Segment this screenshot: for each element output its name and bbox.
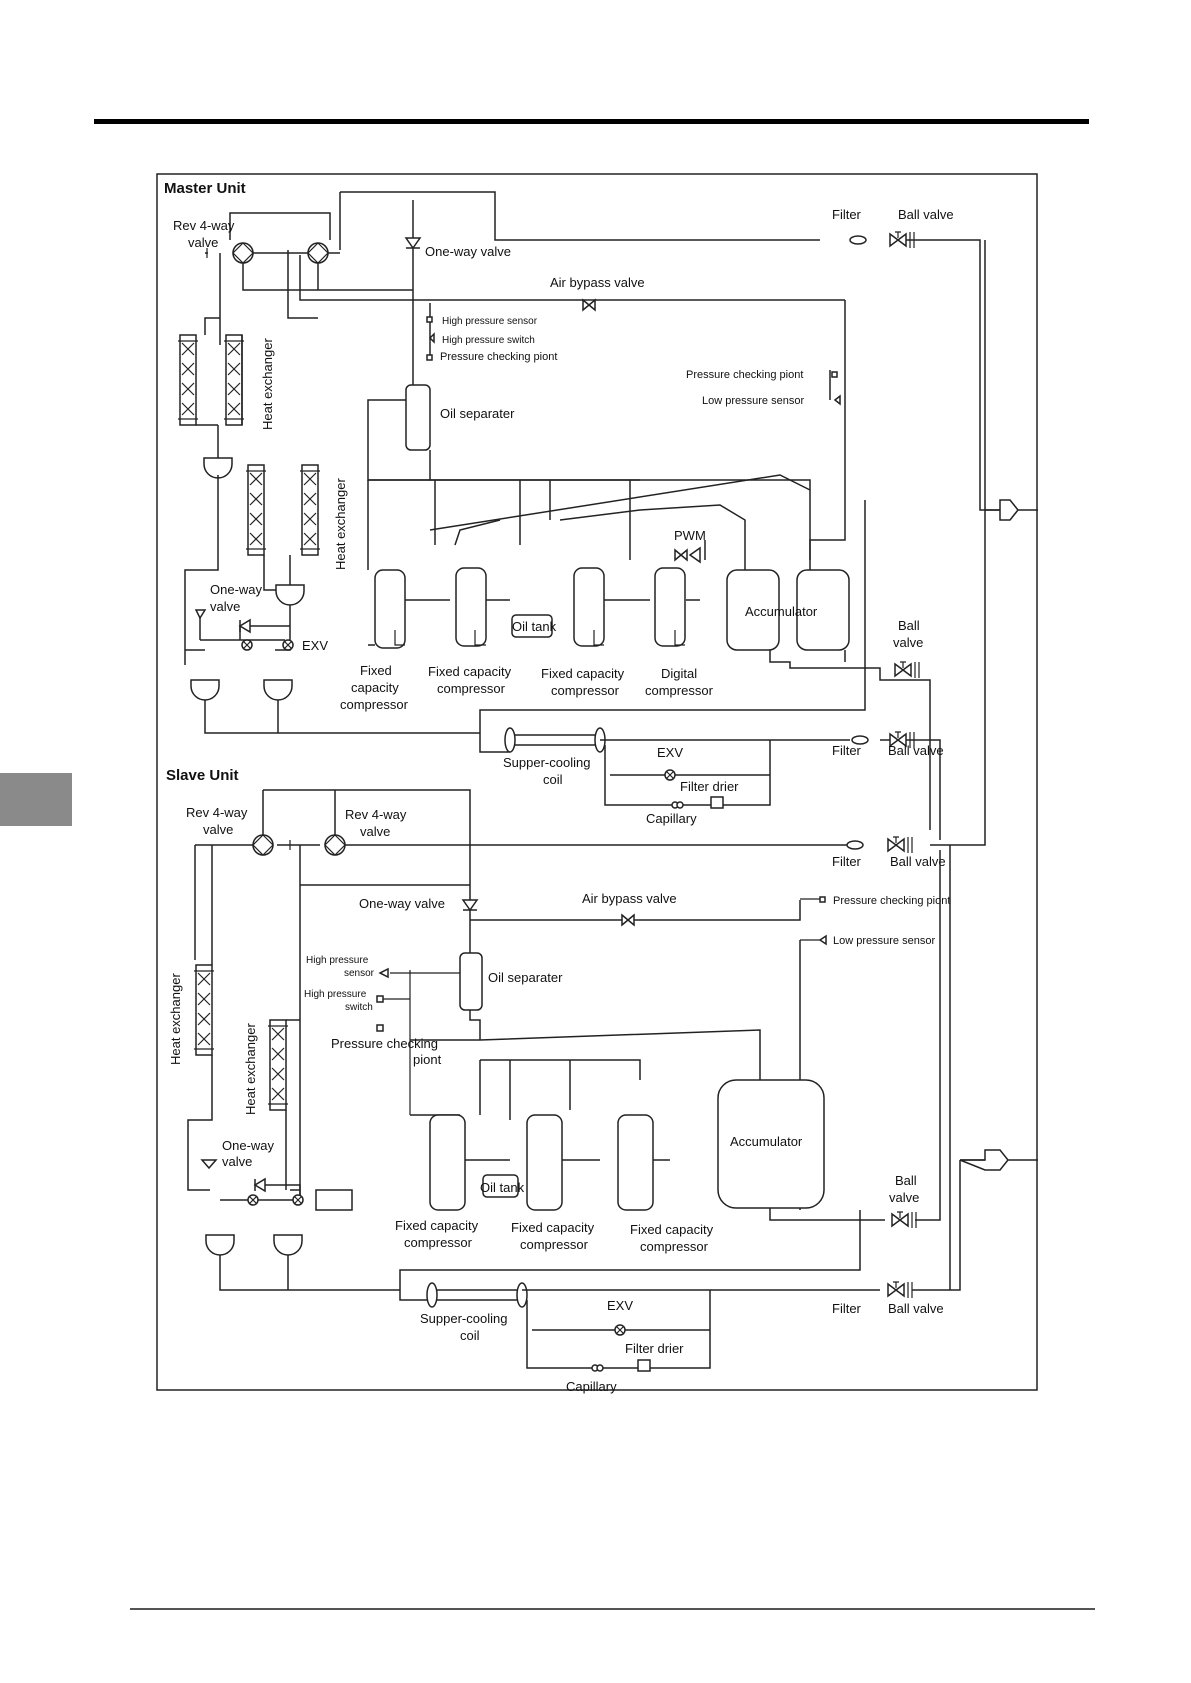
slave-hp-switch-label-1: High pressure (304, 989, 367, 1000)
slave-filter-drier-label: Filter drier (625, 1341, 684, 1356)
master-comp-2 (455, 567, 487, 647)
top-rule (94, 119, 1089, 124)
master-comp1-label-2: capacity (351, 680, 399, 695)
slave-comp3-label-1: Fixed capacity (630, 1222, 714, 1237)
master-pcp-left-label: Pressure checking piont (440, 351, 557, 363)
master-heat-exchanger-2-label: Heat exchanger (333, 478, 348, 570)
master-rev4way-label-2: valve (188, 235, 218, 250)
master-comp2-label-1: Fixed capacity (428, 664, 512, 679)
slave-comp2-label-1: Fixed capacity (511, 1220, 595, 1235)
master-air-bypass-label: Air bypass valve (550, 275, 645, 290)
master-ballvalve-top-label: Ball valve (898, 207, 954, 222)
slave-rev4way-b-label-2: valve (360, 824, 390, 839)
master-supercooling-coil (509, 734, 601, 746)
master-comp-3 (573, 567, 605, 647)
master-comp2-label-2: compressor (437, 681, 506, 696)
master-supercool-label-1: Supper-cooling (503, 755, 590, 770)
slave-rev4way-a-label-1: Rev 4-way (186, 805, 248, 820)
slave-lp-sensor-label: Low pressure sensor (833, 935, 935, 947)
slave-air-bypass-label: Air bypass valve (582, 891, 677, 906)
master-accumulator-b (796, 569, 850, 651)
slave-accumulator-label: Accumulator (730, 1134, 803, 1149)
slave-oil-separator-label: Oil separater (488, 970, 563, 985)
slave-hp-sensor-label-2: sensor (344, 968, 375, 979)
master-hp-switch-label: High pressure switch (442, 335, 535, 346)
master-lp-sensor-label: Low pressure sensor (702, 395, 804, 407)
master-filter-top-label: Filter (832, 207, 862, 222)
slave-comp3-label-2: compressor (640, 1239, 709, 1254)
slave-pcp-left-label-2: piont (413, 1052, 442, 1067)
slave-comp2-label-2: compressor (520, 1237, 589, 1252)
slave-capillary-label: Capillary (566, 1379, 617, 1394)
slave-hp-sensor-label-1: High pressure (306, 955, 369, 966)
slave-heat-exchanger-1-label: Heat exchanger (168, 973, 183, 1065)
slave-ball-valve-mid-label-1: Ball (895, 1173, 917, 1188)
slave-supercool-label-2: coil (460, 1328, 480, 1343)
master-comp-4 (654, 567, 686, 647)
master-filter-lower-label: Filter (832, 743, 862, 758)
bottom-rule (130, 1608, 1095, 1610)
master-pwm-label: PWM (674, 528, 706, 543)
master-ball-valve-mid-label-1: Ball (898, 618, 920, 633)
slave-comp-3 (617, 1114, 654, 1211)
master-filter-drier-label: Filter drier (680, 779, 739, 794)
master-pcp-right-label: Pressure checking piont (686, 369, 803, 381)
slave-comp-1 (429, 1114, 466, 1211)
master-accumulator-a (726, 569, 780, 651)
master-title: Master Unit (164, 180, 246, 197)
diagram-frame (156, 173, 1038, 1391)
master-comp4-label-1: Digital (661, 666, 697, 681)
master-exv-left-label: EXV (302, 638, 328, 653)
master-hp-sensor-label: High pressure sensor (442, 316, 538, 327)
side-tab (0, 773, 72, 826)
master-ballvalve-lower-label: Ball valve (888, 743, 944, 758)
slave-comp1-label-1: Fixed capacity (395, 1218, 479, 1233)
master-rev4way-label-1: Rev 4-way (173, 218, 235, 233)
master-oil-tank (511, 614, 553, 638)
master-comp4-label-2: compressor (645, 683, 714, 698)
slave-title: Slave Unit (166, 767, 239, 784)
slave-ballvalve-top-label: Ball valve (890, 854, 946, 869)
slave-rev4way-a-label-2: valve (203, 822, 233, 837)
slave-oneway-left-label-1: One-way (222, 1138, 275, 1153)
slave-accumulator (717, 1079, 825, 1209)
master-oneway-left-label-1: One-way (210, 582, 263, 597)
master-supercool-label-2: coil (543, 772, 563, 787)
slave-pcp-right-label: Pressure checking piont (833, 895, 950, 907)
slave-oil-tank-label: Oil tank (480, 1180, 525, 1195)
master-oneway-top-label: One-way valve (425, 244, 511, 259)
slave-filter-top-label: Filter (832, 854, 862, 869)
master-ball-valve-mid-label-2: valve (893, 635, 923, 650)
slave-comp-2 (526, 1114, 563, 1211)
master-comp3-label-1: Fixed capacity (541, 666, 625, 681)
master-oil-separator-label: Oil separater (440, 406, 515, 421)
slave-comp1-label-2: compressor (404, 1235, 473, 1250)
master-comp-1 (374, 569, 406, 649)
master-oneway-left-label-2: valve (210, 599, 240, 614)
slave-oil-tank (482, 1174, 519, 1198)
master-heat-exchanger-1-label: Heat exchanger (260, 338, 275, 430)
slave-ballvalve-lower-label: Ball valve (888, 1301, 944, 1316)
master-exv-sc-label: EXV (657, 745, 683, 760)
slave-supercool-label-1: Supper-cooling (420, 1311, 507, 1326)
master-accumulator-label: Accumulator (745, 604, 818, 619)
slave-hp-switch-label-2: switch (345, 1002, 373, 1013)
slave-ball-valve-mid-label-2: valve (889, 1190, 919, 1205)
master-comp1-label-3: compressor (340, 697, 409, 712)
master-comp1-label-1: Fixed (360, 663, 392, 678)
slave-exv-sc-label: EXV (607, 1298, 633, 1313)
master-comp3-label-2: compressor (551, 683, 620, 698)
slave-pcp-left-label-1: Pressure checking (331, 1036, 438, 1051)
master-capillary-label: Capillary (646, 811, 697, 826)
slave-heat-exchanger-2-label: Heat exchanger (243, 1023, 258, 1115)
master-oil-tank-label: Oil tank (512, 619, 557, 634)
slave-exv-box (315, 1189, 353, 1211)
slave-rev4way-b-label-1: Rev 4-way (345, 807, 407, 822)
slave-supercooling-coil (431, 1289, 523, 1301)
slave-oneway-left-label-2: valve (222, 1154, 252, 1169)
slave-filter-lower-label: Filter (832, 1301, 862, 1316)
slave-oneway-top-label: One-way valve (359, 896, 445, 911)
